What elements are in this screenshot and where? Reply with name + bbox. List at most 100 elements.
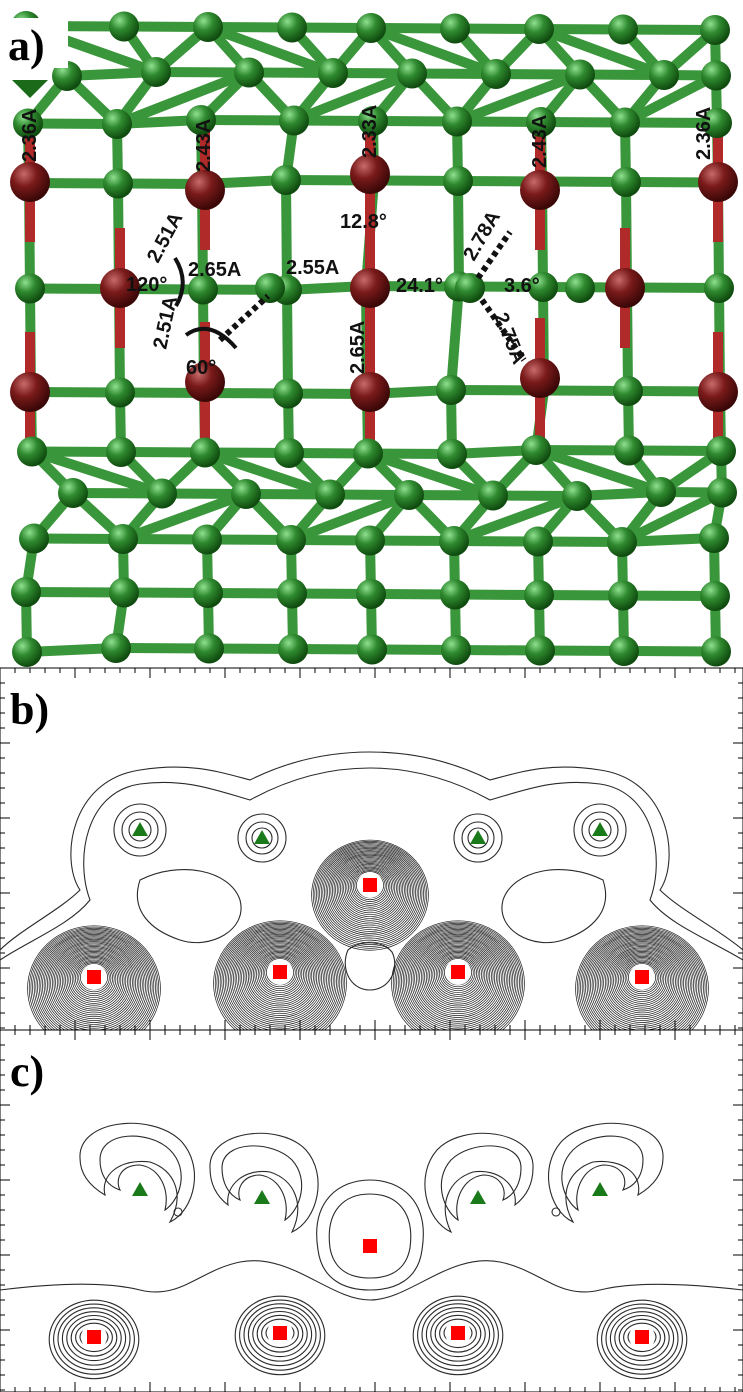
green-atom xyxy=(102,109,132,139)
green-atom xyxy=(704,273,734,303)
green-atom xyxy=(108,524,138,554)
red-atom xyxy=(185,362,225,402)
green-atom xyxy=(105,377,135,408)
green-atom xyxy=(481,59,511,89)
green-atom xyxy=(436,375,466,405)
green-atom xyxy=(562,481,592,511)
green-atom xyxy=(106,437,136,467)
green-atom xyxy=(525,635,555,666)
green-atom xyxy=(147,478,177,509)
green-atom xyxy=(699,523,729,553)
panel-b: b) xyxy=(0,667,743,1052)
green-atom xyxy=(103,168,133,199)
green-atom xyxy=(255,273,285,303)
green-atom xyxy=(17,436,47,467)
square-marker xyxy=(273,1326,287,1340)
green-atom xyxy=(276,525,306,555)
triangle-marker xyxy=(254,830,270,844)
green-atom xyxy=(478,480,508,511)
bond-label: 2.36A xyxy=(693,107,715,160)
axis-ticks xyxy=(0,667,743,1030)
markers-b xyxy=(81,822,655,990)
angle-label: 24.1° xyxy=(396,275,443,297)
green-atom xyxy=(277,12,307,43)
green-atom xyxy=(318,58,348,88)
green-atom xyxy=(355,525,385,556)
red-atom xyxy=(605,268,645,308)
green-atom xyxy=(394,480,424,510)
green-atom xyxy=(611,167,641,197)
dotted-bonds xyxy=(217,230,527,362)
green-atom xyxy=(521,435,551,465)
green-atom xyxy=(353,438,383,469)
bond-label: 2.43A xyxy=(193,119,215,172)
angle-arcs xyxy=(173,256,238,350)
green-atom xyxy=(439,526,469,556)
bond-label: 2.33A xyxy=(359,105,381,158)
green-atom xyxy=(273,378,303,409)
green-atom xyxy=(528,272,558,302)
green-atom xyxy=(52,61,82,91)
green-atom xyxy=(356,13,386,43)
red-atom xyxy=(350,154,390,194)
green-atom xyxy=(702,108,732,138)
green-atom xyxy=(440,13,470,44)
red-atom xyxy=(10,162,50,202)
red-atom xyxy=(10,372,50,412)
green-atom xyxy=(700,15,730,45)
green-atom xyxy=(315,479,345,510)
green-atom xyxy=(701,636,731,667)
bond-label: 2.55A xyxy=(286,257,339,279)
red-atom xyxy=(100,268,140,308)
square-marker xyxy=(635,970,649,984)
triangle-marker xyxy=(254,1190,270,1204)
green-atom xyxy=(614,435,644,466)
panel-label-a: a) xyxy=(8,21,45,70)
green-atom xyxy=(608,14,638,45)
green-atom xyxy=(609,636,639,666)
green-atom xyxy=(700,581,730,611)
triangle-marker xyxy=(592,1182,608,1196)
green-atom xyxy=(607,527,637,557)
green-atom xyxy=(649,60,679,90)
green-atom xyxy=(442,106,472,137)
square-marker xyxy=(87,1330,101,1344)
red-atom xyxy=(698,372,738,412)
green-atom xyxy=(707,477,737,508)
panel-label-c: c) xyxy=(10,1047,44,1096)
axis-ticks xyxy=(0,1029,743,1392)
square-marker xyxy=(635,1330,649,1344)
green-atom xyxy=(15,273,45,304)
panel-a: 2.36A 2.43A 2.33A 2.43A 2.36A 2.51A 2.51… xyxy=(0,0,743,668)
green-atom xyxy=(524,14,554,44)
panel-c: c) xyxy=(0,1029,743,1392)
green-atom xyxy=(193,578,223,608)
red-atom xyxy=(520,358,560,398)
green-atom xyxy=(19,523,49,554)
angle-label: 12.8° xyxy=(340,211,387,233)
red-atom xyxy=(185,170,225,210)
triangle-marker xyxy=(132,822,148,836)
markers-c xyxy=(81,1182,655,1350)
angle-label: 60° xyxy=(186,357,216,379)
green-atom xyxy=(455,273,485,303)
triangle-marker xyxy=(132,1182,148,1196)
square-marker xyxy=(363,1239,377,1253)
atom-layer xyxy=(10,11,738,667)
square-marker xyxy=(451,1326,465,1340)
green-atom xyxy=(706,436,736,466)
green-atom xyxy=(12,637,42,667)
green-atom xyxy=(646,477,676,507)
green-atom xyxy=(109,577,139,608)
green-atom xyxy=(186,105,216,135)
green-atom xyxy=(274,438,304,468)
bond-label: 2.65A xyxy=(188,259,241,281)
red-atom xyxy=(698,162,738,202)
green-atom xyxy=(524,580,554,610)
green-atom xyxy=(437,439,467,469)
green-atom xyxy=(101,633,131,663)
square-marker xyxy=(273,965,287,979)
green-atom xyxy=(397,58,427,89)
green-atom xyxy=(443,166,473,196)
